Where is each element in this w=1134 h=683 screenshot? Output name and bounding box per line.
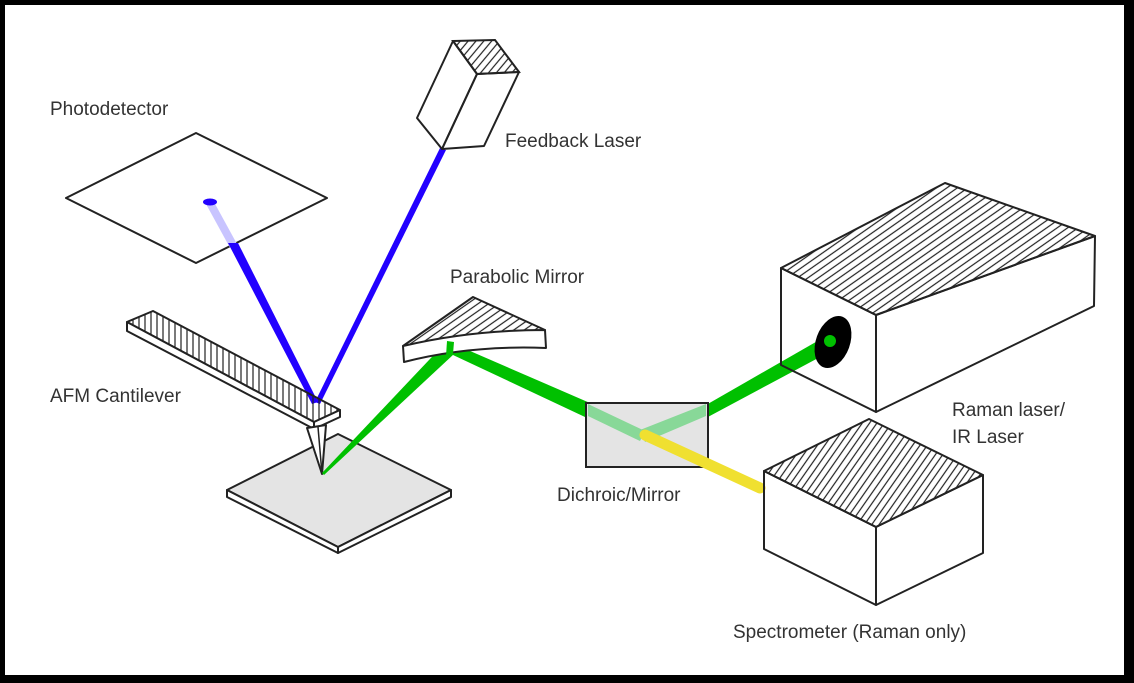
sample-front-right (337, 489, 452, 554)
label-raman-laser-line2: IR Laser (952, 427, 1024, 448)
spectrometer (763, 418, 984, 606)
label-raman-laser-line1: Raman laser/ (952, 400, 1066, 421)
feedback-beams (203, 148, 446, 404)
laser-box-top (780, 182, 1096, 316)
photodetector (65, 132, 328, 264)
photodetector-plate (65, 132, 328, 264)
excitation-beam-in-dichroic-a (588, 404, 645, 441)
spectrometer-side (875, 474, 984, 606)
signal-beam (639, 429, 766, 494)
label-parabolic-mirror: Parabolic Mirror (450, 267, 585, 288)
feedback-beam-faded (206, 201, 237, 247)
excitation-beam-in-dichroic-b (640, 404, 706, 442)
excitation-beam-tip-segment (322, 341, 454, 475)
cantilever-side (126, 321, 315, 430)
sample-stage (226, 433, 452, 554)
dichroic-mirror (585, 402, 766, 494)
feedback-laser (416, 38, 521, 150)
afm-tip-edge (317, 426, 323, 475)
feedback-laser-top (451, 38, 521, 76)
laser-box-side (875, 235, 1096, 413)
sample-top (226, 433, 452, 548)
parabolic-mirror-rim (402, 329, 547, 363)
raman-ir-laser (780, 182, 1096, 413)
label-dichroic-mirror: Dichroic/Mirror (557, 485, 681, 506)
feedback-beam-reflected (228, 243, 318, 404)
photodetector-spot (203, 198, 217, 206)
parabolic-mirror (402, 296, 547, 363)
feedback-beam-incident (315, 148, 446, 404)
excitation-beams (322, 335, 835, 475)
spectrometer-top (763, 418, 984, 528)
label-photodetector: Photodetector (50, 99, 169, 120)
label-spectrometer: Spectrometer (Raman only) (733, 622, 966, 643)
afm-cantilever (126, 310, 341, 475)
excitation-beam-laser-segment (706, 335, 835, 418)
excitation-beam-reflect-point (446, 341, 454, 356)
feedback-laser-right-face (441, 71, 520, 150)
excitation-beam-mirror-segment (447, 341, 590, 417)
laser-beam-origin (824, 335, 836, 347)
label-afm-cantilever: AFM Cantilever (50, 386, 182, 407)
label-feedback-laser: Feedback Laser (505, 131, 642, 152)
